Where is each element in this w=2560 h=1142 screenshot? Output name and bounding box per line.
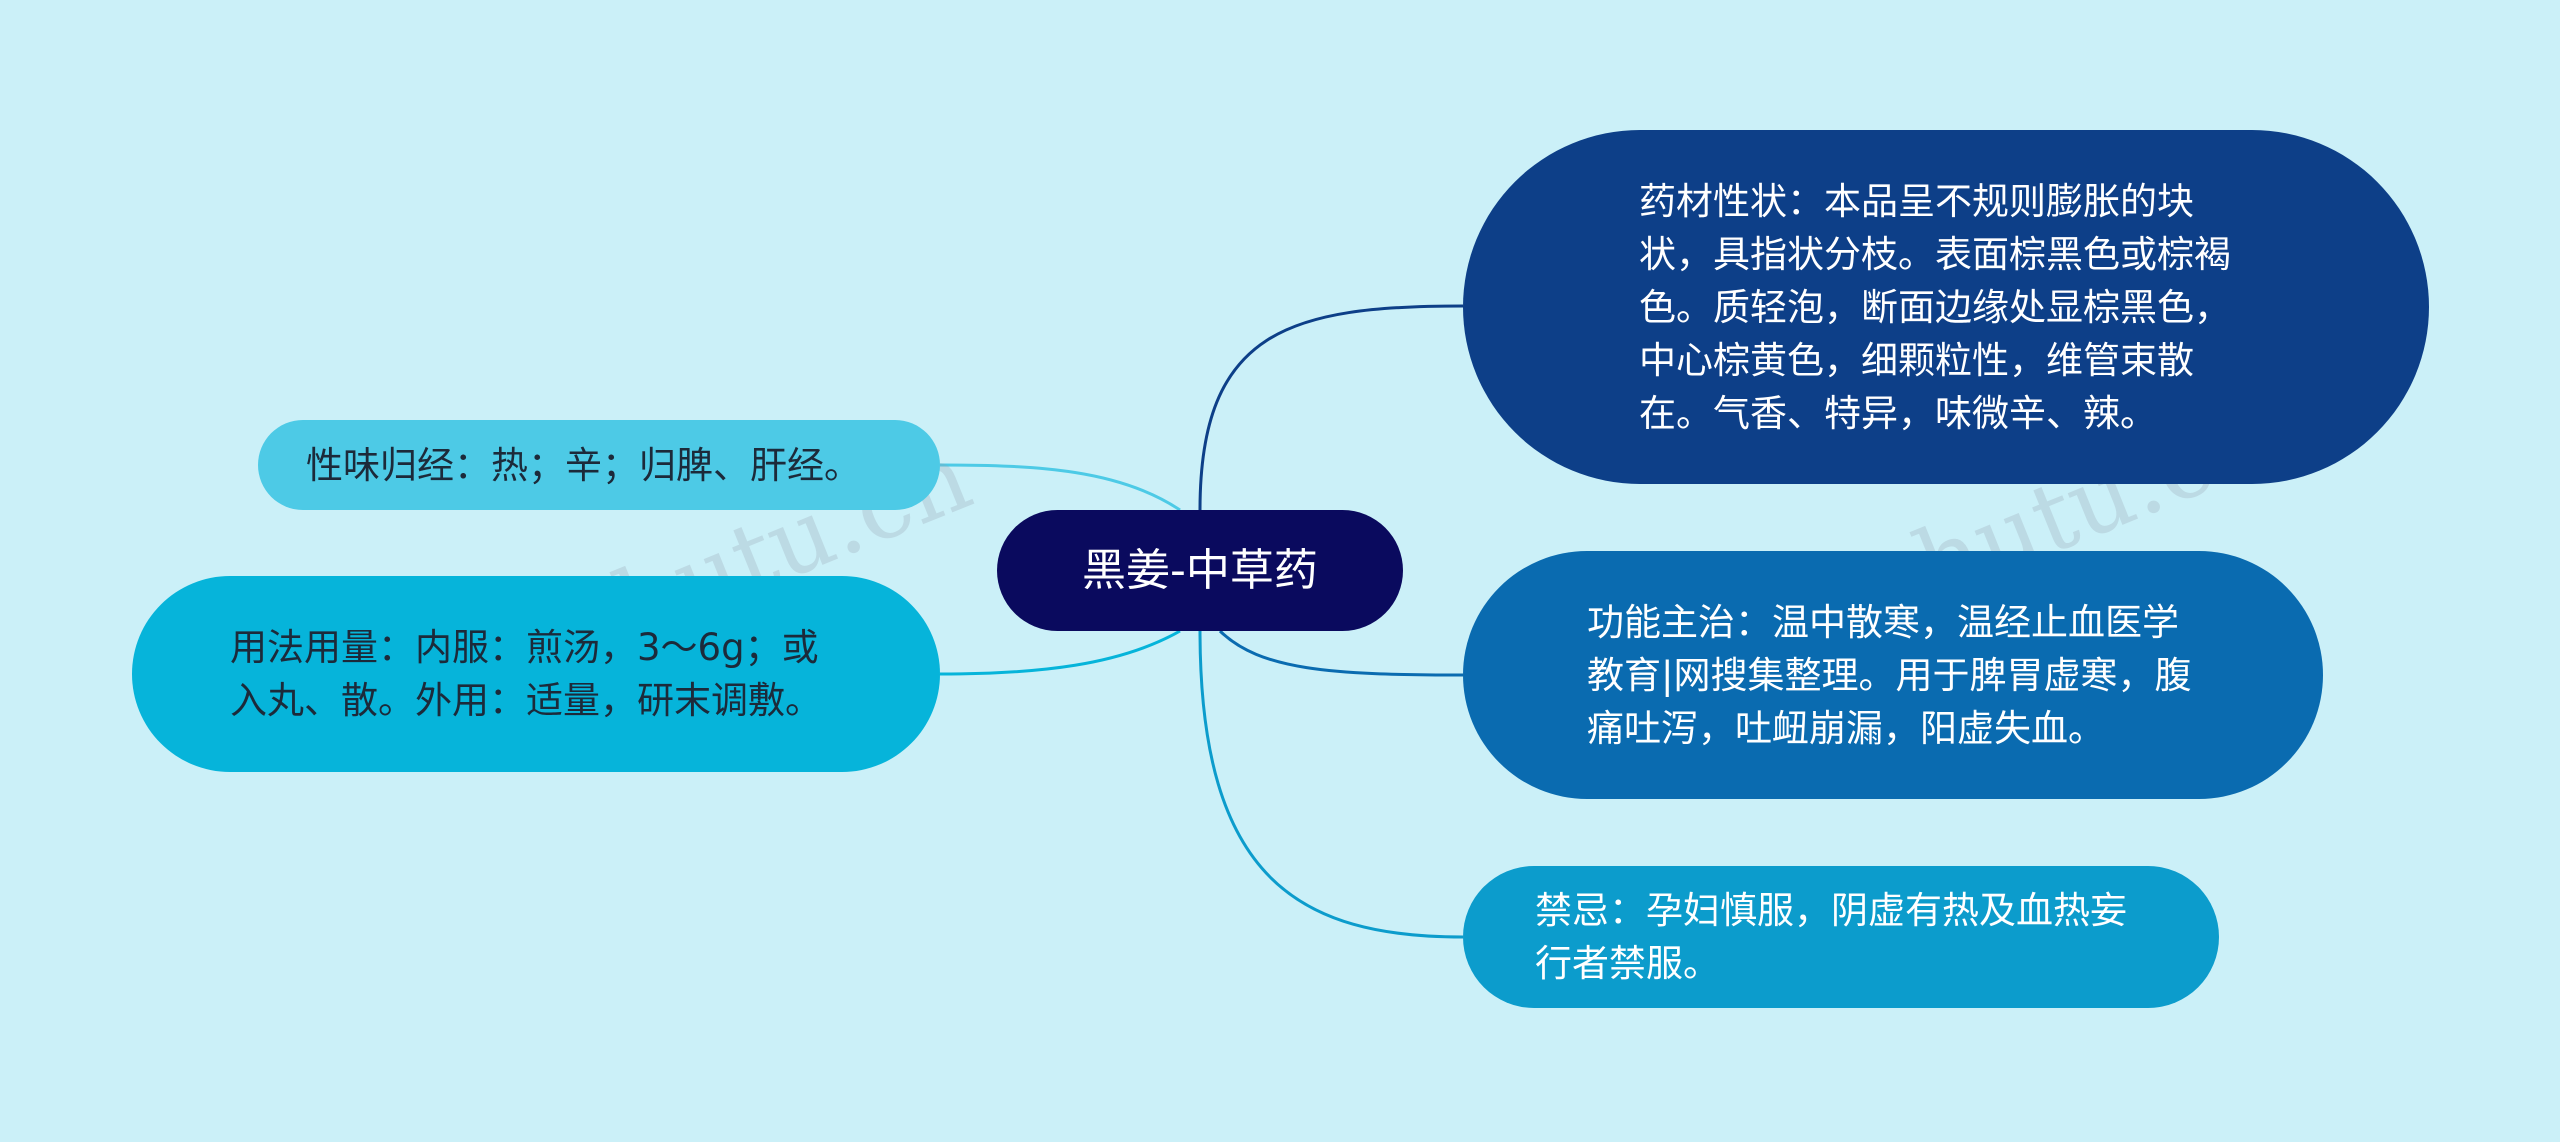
branch-node-contraindications[interactable]: 禁忌：孕妇慎服，阴虚有热及血热妄行者禁服。: [1463, 866, 2219, 1008]
branch-text-functions: 功能主治：温中散寒，温经止血医学教育|网搜集整理。用于脾胃虚寒，腹痛吐泻，吐衄崩…: [1587, 600, 2192, 750]
branch-node-characteristics[interactable]: 药材性状：本品呈不规则膨胀的块状，具指状分枝。表面棕黑色或棕褐色。质轻泡，断面边…: [1463, 130, 2429, 484]
branch-node-functions[interactable]: 功能主治：温中散寒，温经止血医学教育|网搜集整理。用于脾胃虚寒，腹痛吐泻，吐衄崩…: [1463, 551, 2323, 799]
branch-node-usage-dosage[interactable]: 用法用量：内服：煎汤，3～6g；或入丸、散。外用：适量，研末调敷。: [132, 576, 940, 772]
branch-text-nature-meridian: 性味归经：热；辛；归脾、肝经。: [306, 443, 861, 487]
branch-text-characteristics: 药材性状：本品呈不规则膨胀的块状，具指状分枝。表面棕黑色或棕褐色。质轻泡，断面边…: [1639, 179, 2231, 435]
connector-xingwei: [939, 463, 1181, 512]
connector-xingzhuang: [1198, 304, 1464, 511]
connector-jinji: [1198, 630, 1464, 939]
central-topic-node[interactable]: 黑姜-中草药: [997, 510, 1403, 631]
branch-node-nature-meridian[interactable]: 性味归经：热；辛；归脾、肝经。: [258, 420, 940, 510]
branch-text-usage-dosage: 用法用量：内服：煎汤，3～6g；或入丸、散。外用：适量，研末调敷。: [230, 626, 822, 722]
central-topic-label: 黑姜-中草药: [1082, 545, 1318, 596]
branch-text-contraindications: 禁忌：孕妇慎服，阴虚有热及血热妄行者禁服。: [1535, 889, 2127, 985]
connector-yongfa: [939, 629, 1181, 676]
connector-gongneng: [1218, 629, 1464, 677]
